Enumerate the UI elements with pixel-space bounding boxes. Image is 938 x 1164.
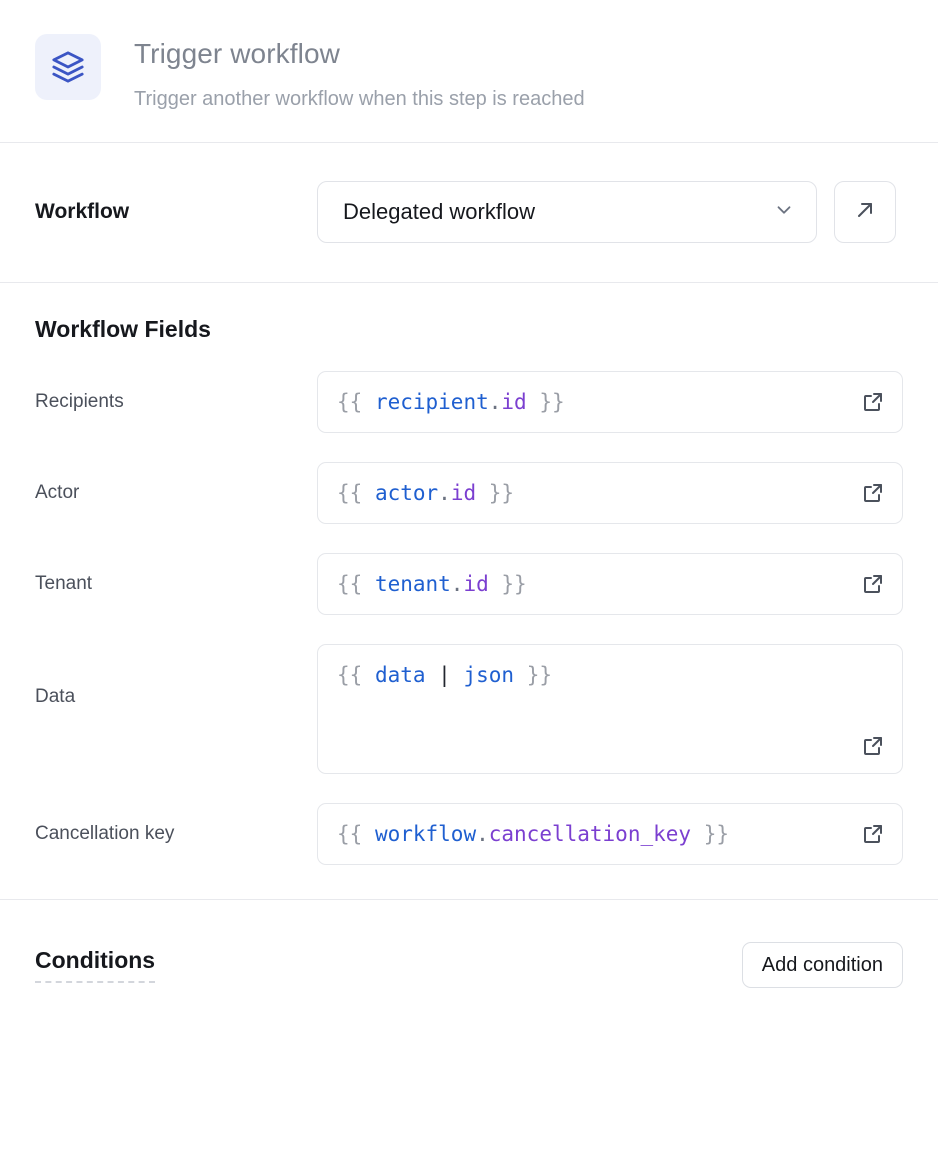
- external-link-icon[interactable]: [861, 390, 885, 414]
- field-label: Recipients: [35, 391, 124, 412]
- page-subtitle: Trigger another workflow when this step …: [134, 88, 585, 110]
- arrow-up-right-icon: [853, 198, 877, 227]
- template-value: {{ data | json }}: [337, 663, 552, 687]
- template-value: {{ workflow.cancellation_key }}: [337, 822, 729, 846]
- template-value: {{ actor.id }}: [337, 481, 515, 505]
- template-input[interactable]: {{ actor.id }}: [317, 462, 903, 524]
- template-input[interactable]: {{ tenant.id }}: [317, 553, 903, 615]
- external-link-icon[interactable]: [861, 481, 885, 505]
- page-title: Trigger workflow: [134, 38, 340, 69]
- field-label: Tenant: [35, 573, 93, 594]
- fields-list: Recipients {{ recipient.id }} Actor {{ acto…: [35, 371, 903, 865]
- workflow-fields-section: Workflow Fields Recipients {{ recipient.i…: [0, 283, 938, 899]
- field-row: Data {{ data | json }}: [35, 644, 903, 774]
- divider: [0, 899, 938, 900]
- template-value: {{ recipient.id }}: [337, 390, 565, 414]
- section-heading-workflow-fields: Workflow Fields: [35, 316, 211, 342]
- template-input[interactable]: {{ workflow.cancellation_key }}: [317, 803, 903, 865]
- field-label: Actor: [35, 482, 80, 503]
- header-text-group: Trigger workflow Trigger another workflo…: [134, 34, 585, 112]
- template-input[interactable]: {{ recipient.id }}: [317, 371, 903, 433]
- chevron-down-icon: [773, 199, 795, 226]
- divider: [0, 282, 938, 283]
- divider: [0, 142, 938, 143]
- conditions-title: Conditions: [35, 947, 156, 983]
- field-row: Actor {{ actor.id }}: [35, 462, 903, 524]
- field-row: Tenant {{ tenant.id }}: [35, 553, 903, 615]
- open-workflow-button[interactable]: [834, 181, 896, 243]
- workflow-row: Workflow Delegated workflow: [0, 143, 938, 282]
- conditions-section: Conditions Add condition: [0, 900, 938, 988]
- template-input[interactable]: {{ data | json }}: [317, 644, 903, 774]
- workflow-select-value: Delegated workflow: [343, 199, 535, 224]
- layers-stack-icon: [35, 34, 101, 100]
- field-label: Cancellation key: [35, 823, 175, 844]
- field-label: Data: [35, 686, 76, 707]
- workflow-select[interactable]: Delegated workflow: [317, 181, 817, 243]
- field-row: Cancellation key {{ workflow.cancellation…: [35, 803, 903, 865]
- external-link-icon[interactable]: [861, 734, 885, 758]
- external-link-icon[interactable]: [861, 572, 885, 596]
- workflow-label: Workflow: [35, 200, 130, 223]
- external-link-icon[interactable]: [861, 822, 885, 846]
- add-condition-button[interactable]: Add condition: [741, 942, 903, 988]
- template-value: {{ tenant.id }}: [337, 572, 527, 596]
- field-row: Recipients {{ recipient.id }}: [35, 371, 903, 433]
- step-header: Trigger workflow Trigger another workflo…: [0, 0, 938, 142]
